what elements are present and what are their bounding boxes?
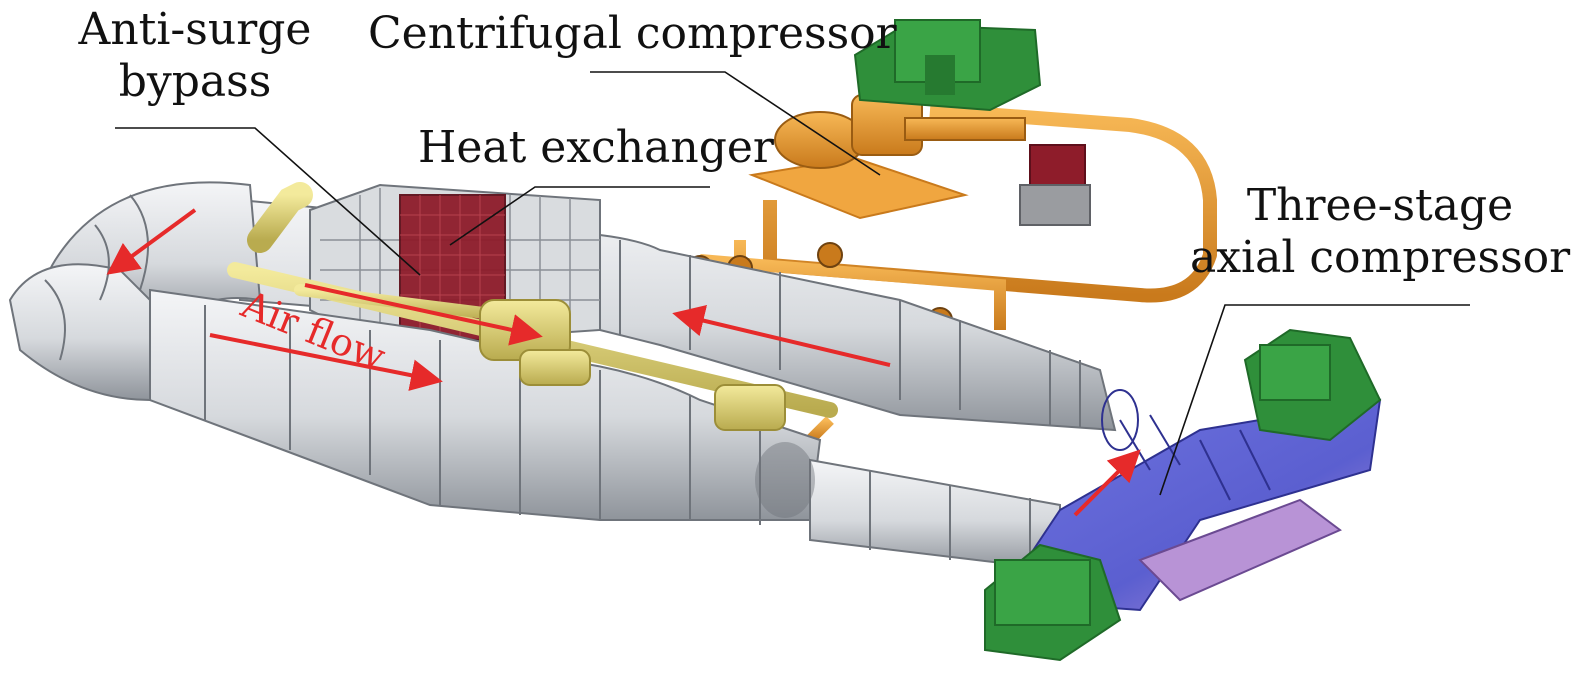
lower-duct	[149, 288, 1061, 572]
axial-motor-front	[984, 543, 1122, 662]
label-axial-line2: axial compressor	[1190, 232, 1571, 283]
label-centrifugal-compressor: Centrifugal compressor	[368, 8, 897, 59]
flow-arrow-lower	[209, 333, 443, 391]
label-axial-compressor: Three-stage axial compressor	[1190, 180, 1570, 284]
label-anti-surge: Anti-surge bypass	[70, 4, 320, 108]
flow-arrow-bypass	[304, 283, 543, 346]
flow-arrow-axial	[1073, 449, 1141, 517]
label-anti-surge-line1: Anti-surge	[78, 4, 312, 55]
centrifugal-motor	[853, 19, 1042, 112]
label-heat-exchanger: Heat exchanger	[418, 122, 774, 173]
return-bend	[8, 181, 262, 402]
leader-centrifugal	[590, 71, 881, 176]
flow-arrows	[106, 208, 1141, 517]
leader-lines	[115, 71, 1470, 496]
flow-arrow-bend	[106, 208, 197, 275]
leader-anti-surge	[115, 127, 421, 276]
flow-arrow-upper	[672, 304, 891, 367]
leader-heat-exchanger	[449, 186, 710, 246]
label-axial-line1: Three-stage	[1246, 180, 1514, 231]
leader-axial	[1159, 304, 1470, 496]
axial-compressor	[998, 389, 1382, 612]
axial-motor-rear	[1243, 328, 1382, 442]
label-anti-surge-line2: bypass	[118, 56, 272, 107]
